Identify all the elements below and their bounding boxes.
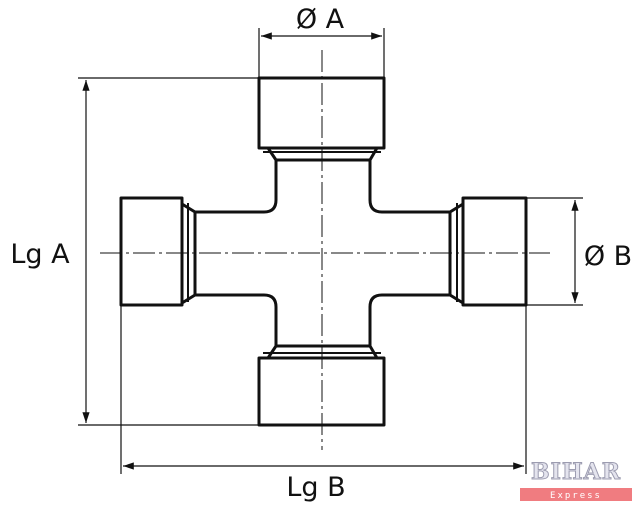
dimension-length-a: Lg A — [10, 77, 259, 426]
bihar-express-watermark-logo: BIHAR Express — [520, 459, 632, 501]
dimension-diameter-a: Ø A — [258, 4, 385, 78]
watermark-brand: BIHAR — [531, 459, 621, 485]
right-bearing-cap — [448, 196, 528, 307]
dimension-length-b: Lg B — [120, 305, 527, 503]
watermark-subtitle: Express — [550, 491, 602, 501]
length-b-label: Lg B — [286, 472, 345, 503]
length-a-label: Lg A — [10, 239, 70, 270]
diameter-a-label: Ø A — [296, 4, 345, 35]
left-bearing-cap — [119, 196, 197, 307]
dimension-diameter-b: Ø B — [526, 197, 632, 306]
diameter-b-label: Ø B — [584, 241, 632, 272]
